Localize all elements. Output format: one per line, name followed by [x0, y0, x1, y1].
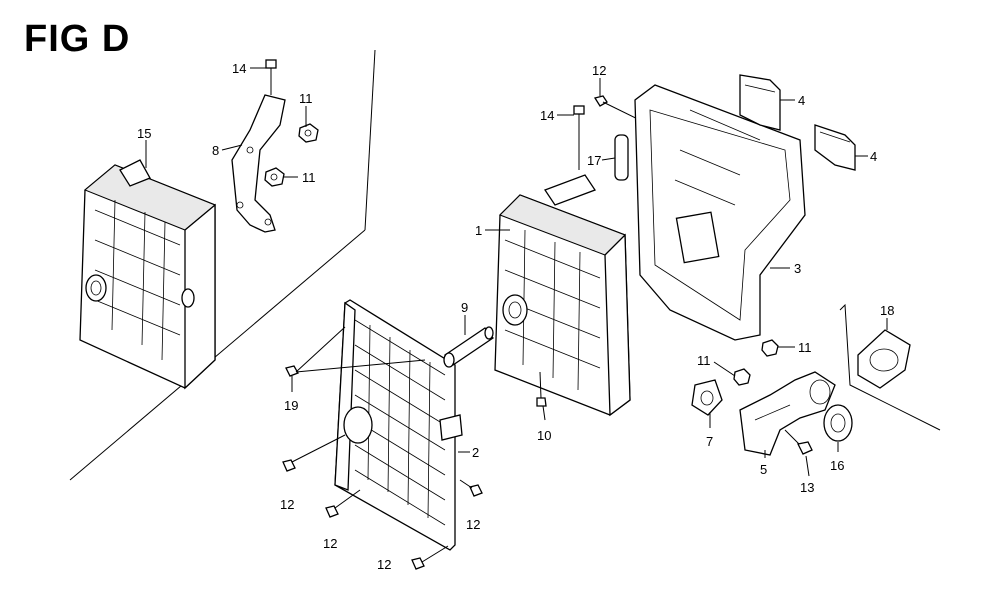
callout-12a: 12	[592, 63, 606, 78]
callout-12c: 12	[323, 536, 337, 551]
part-11-nut-a[interactable]	[298, 123, 319, 143]
callout-12e: 12	[377, 557, 391, 572]
callout-5: 5	[760, 462, 767, 477]
callout-10: 10	[537, 428, 551, 443]
callout-11a: 11	[299, 91, 313, 106]
part-5-exhaust-pipe[interactable]	[739, 371, 836, 456]
callout-14b: 14	[540, 108, 554, 123]
part-12-bolt-d[interactable]	[459, 479, 483, 497]
callout-12b: 12	[280, 497, 294, 512]
part-1-muffler[interactable]	[494, 174, 631, 417]
part-3-muffler-cover[interactable]	[634, 84, 806, 341]
part-8-bracket[interactable]	[231, 94, 286, 233]
leader-lines	[145, 67, 888, 477]
part-14-bolt-b[interactable]	[573, 105, 585, 170]
part-9-pipe[interactable]	[443, 326, 494, 368]
part-18-gasket[interactable]	[857, 329, 911, 389]
divider-line-left	[364, 49, 376, 231]
part-17-tube[interactable]	[614, 134, 629, 181]
part-12-bolt-c[interactable]	[325, 489, 361, 518]
part-11-nut-d[interactable]	[733, 368, 751, 386]
part-12-bolt-b[interactable]	[282, 434, 346, 472]
callout-1: 1	[475, 223, 482, 238]
callout-11c: 11	[798, 340, 812, 355]
callout-15: 15	[137, 126, 151, 141]
part-4-bracket-b[interactable]	[814, 124, 856, 171]
callout-13: 13	[800, 480, 814, 495]
callout-17: 17	[587, 153, 601, 168]
part-7-gasket[interactable]	[691, 379, 723, 416]
part-10-bolt[interactable]	[536, 371, 547, 407]
callout-11b: 11	[302, 170, 316, 185]
divider-line-left-diagonal	[69, 229, 366, 481]
figure-title: FIG D	[24, 18, 131, 60]
callout-7: 7	[706, 434, 713, 449]
divider-line-right	[839, 303, 941, 431]
part-11-nut-b[interactable]	[264, 167, 285, 187]
callout-9: 9	[461, 300, 468, 315]
callout-4b: 4	[870, 149, 877, 164]
callout-19: 19	[284, 398, 298, 413]
part-14-bolt-a[interactable]	[265, 59, 277, 95]
part-2-muffler-protector[interactable]	[334, 299, 463, 551]
part-13-bolt[interactable]	[784, 429, 813, 455]
part-19-bolt[interactable]	[285, 326, 426, 377]
callout-2: 2	[472, 445, 479, 460]
callout-18: 18	[880, 303, 894, 318]
part-12-bolt-e[interactable]	[411, 545, 449, 570]
part-16-gasket[interactable]	[823, 404, 853, 442]
callout-4a: 4	[798, 93, 805, 108]
callout-8: 8	[212, 143, 219, 158]
callout-14a: 14	[232, 61, 246, 76]
callout-16: 16	[830, 458, 844, 473]
callout-11d: 11	[697, 353, 711, 368]
part-15-muffler[interactable]	[79, 159, 216, 390]
callout-3: 3	[794, 261, 801, 276]
callout-12d: 12	[466, 517, 480, 532]
part-11-nut-c[interactable]	[761, 339, 779, 357]
part-4-bracket-a[interactable]	[739, 74, 781, 131]
